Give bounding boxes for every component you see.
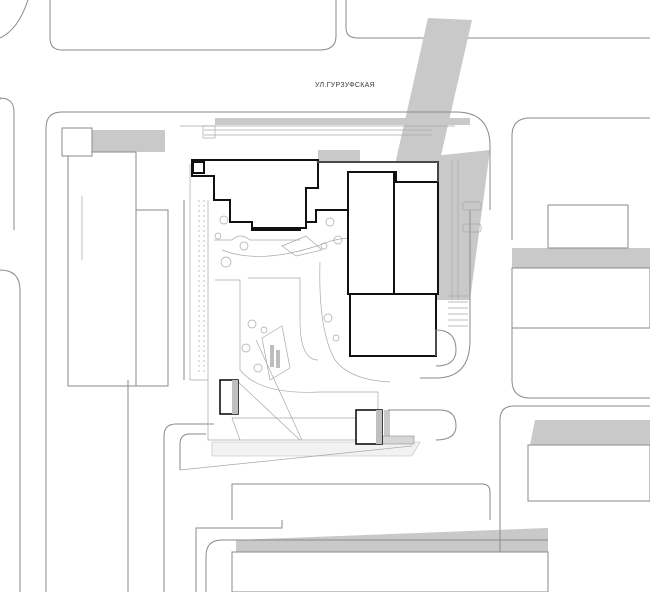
site-landscape	[179, 164, 421, 471]
hatched-paving	[381, 435, 415, 445]
pergola	[276, 350, 280, 368]
street-gurzufskaya	[176, 111, 491, 379]
crosswalk	[448, 295, 468, 327]
west-block-shadow-top	[84, 130, 165, 152]
north-road-edges	[0, 0, 650, 51]
tree	[214, 232, 222, 240]
east-block-building-2	[511, 267, 650, 329]
tree	[220, 256, 232, 268]
tree	[239, 241, 249, 251]
fence-hatching	[198, 200, 205, 372]
building-north-wing-outline	[191, 159, 319, 229]
tree	[325, 217, 335, 227]
tree	[241, 343, 251, 353]
gatehouse-shade	[376, 410, 382, 444]
tree	[320, 242, 328, 250]
tree	[323, 313, 333, 323]
west-block-building	[67, 151, 137, 387]
west-neighbourhood	[0, 97, 214, 592]
sub-station-shade	[232, 380, 238, 414]
building-south-block	[349, 293, 437, 357]
street-label: УЛ.ГУРЗУФСКАЯ	[315, 82, 375, 89]
pergola	[270, 345, 274, 367]
bottom-edges	[183, 200, 457, 441]
parking-shadow	[384, 410, 390, 440]
east-block-shadow-2	[512, 248, 650, 268]
parking-east	[448, 160, 482, 327]
tree	[332, 334, 340, 342]
east-block-shadow-3	[530, 420, 650, 445]
west-block-building-2	[135, 209, 169, 387]
east-block-building	[547, 204, 629, 249]
tower-shadow	[396, 18, 472, 160]
south-neighbourhood	[179, 433, 549, 592]
parked-car	[462, 201, 482, 211]
south-block-building	[231, 551, 549, 592]
entrance-plaza	[211, 441, 421, 457]
tree	[219, 215, 229, 225]
west-block-shed	[61, 127, 93, 157]
north-wall-shadow	[215, 118, 470, 125]
tree	[333, 235, 343, 245]
building-tower	[347, 171, 395, 295]
building-tower-east	[393, 181, 439, 295]
corner-kiosk	[192, 161, 205, 174]
east-block-building-3	[527, 444, 650, 502]
east-neighbourhood	[499, 117, 650, 592]
project-buildings	[191, 159, 439, 445]
tree	[247, 319, 257, 329]
tree	[253, 363, 263, 373]
tree	[260, 326, 268, 334]
parked-car	[462, 223, 482, 233]
